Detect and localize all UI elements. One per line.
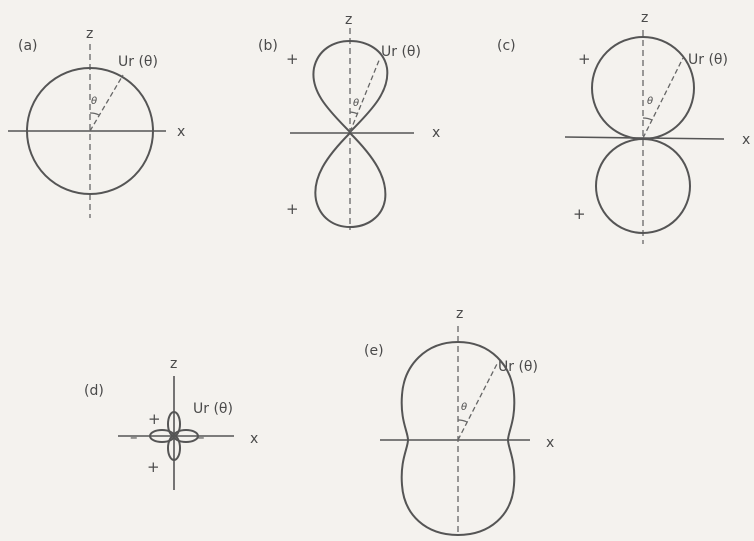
panel-c-sign-upper: + [578, 50, 591, 68]
panel-a-u-label: Ur (θ) [118, 54, 158, 70]
panel-e: (e) z x Ur (θ) θ [364, 306, 554, 537]
panel-b-radius-line [349, 57, 381, 133]
panel-e-x-label: x [546, 435, 554, 451]
panel-d-sign-upper: + [148, 410, 161, 428]
panel-b-label: (b) [258, 38, 278, 54]
panel-a-x-label: x [177, 124, 185, 140]
panel-c-x-label: x [742, 132, 750, 148]
panel-b: (b) z x Ur (θ) θ + + [258, 12, 440, 230]
panel-c-z-label: z [641, 10, 648, 26]
panel-c-sign-lower: + [573, 205, 586, 223]
panel-d-x-label: x [250, 431, 258, 447]
panel-d: (d) z x Ur (θ) + + – – [84, 356, 258, 490]
panel-b-theta-arc [349, 111, 359, 115]
panel-d-u-label: Ur (θ) [193, 401, 233, 417]
panel-b-sign-lower: + [286, 200, 299, 218]
panel-c-radius-line [642, 57, 684, 139]
panel-b-u-label: Ur (θ) [381, 44, 421, 60]
panel-c-theta-label: θ [647, 96, 653, 107]
panel-e-u-label: Ur (θ) [498, 359, 538, 375]
panel-b-theta-label: θ [353, 98, 359, 109]
panel-d-lobe-right [173, 429, 199, 443]
panel-c-u-label: Ur (θ) [688, 52, 728, 68]
panel-a-theta-label: θ [91, 96, 97, 107]
panel-c-label: (c) [497, 38, 516, 54]
panel-d-sign-left: – [130, 428, 138, 446]
panel-a-theta-arc [89, 112, 100, 116]
panel-a-label: (a) [18, 38, 38, 54]
panel-e-theta-arc [457, 419, 468, 423]
panel-d-sign-lower: + [147, 458, 160, 476]
panel-b-upper-lobe [312, 39, 389, 134]
panel-d-z-label: z [170, 356, 177, 372]
panel-e-radius-line [457, 361, 499, 441]
panel-c-theta-arc [642, 117, 653, 121]
panel-c-lower-circle [595, 138, 691, 234]
panel-e-label: (e) [364, 343, 384, 359]
panel-e-theta-label: θ [461, 402, 467, 413]
panel-d-label: (d) [84, 383, 104, 399]
panel-c: (c) z x Ur (θ) θ + + [497, 10, 750, 244]
panel-b-lower-lobe [314, 131, 387, 229]
panel-b-sign-upper: + [286, 50, 299, 68]
panel-e-pattern-curve [400, 340, 516, 537]
panel-a-pattern-curve [26, 67, 154, 195]
panel-a-radius-line [89, 74, 124, 132]
panel-b-z-label: z [345, 12, 352, 28]
panel-b-x-label: x [432, 125, 440, 141]
panel-d-sign-right: – [197, 428, 205, 446]
panel-a-z-label: z [86, 26, 93, 42]
panel-a: (a) z x Ur (θ) θ [8, 26, 185, 218]
panel-e-z-label: z [456, 306, 463, 322]
